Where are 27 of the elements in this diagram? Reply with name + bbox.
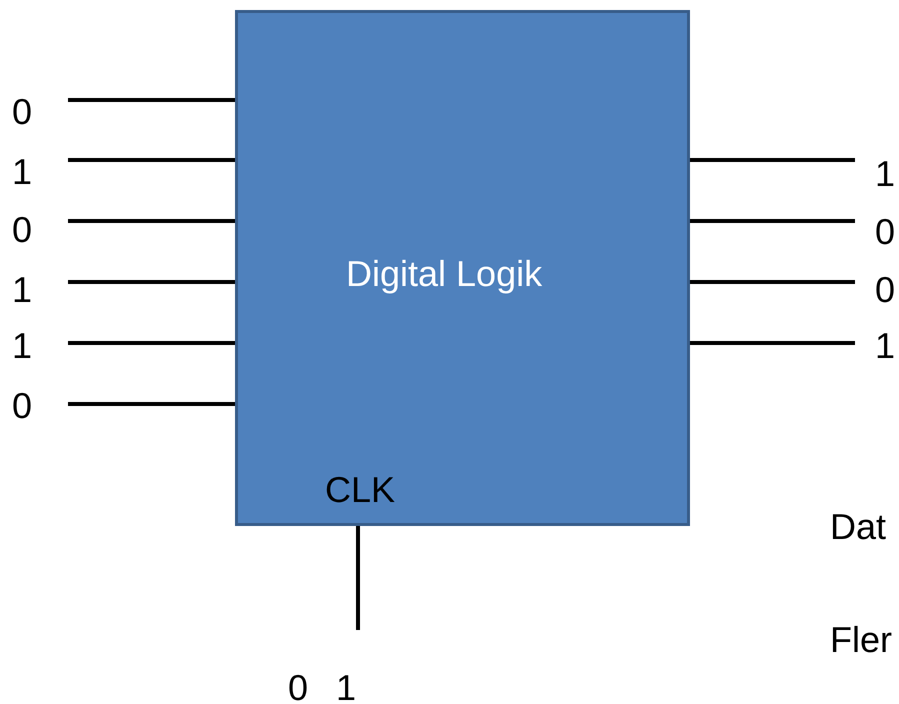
signal-line bbox=[690, 158, 855, 162]
signal-value: 1 bbox=[12, 152, 32, 192]
signal-line bbox=[68, 98, 235, 102]
signal-line bbox=[690, 219, 855, 223]
signal-line bbox=[356, 526, 360, 630]
signal-line bbox=[68, 280, 235, 284]
signal-line bbox=[68, 219, 235, 223]
signal-value: 0 bbox=[12, 386, 32, 426]
signal-line bbox=[68, 402, 235, 406]
signal-line bbox=[690, 280, 855, 284]
signal-value: 0 bbox=[12, 210, 32, 250]
text-label: Fler bbox=[830, 620, 892, 660]
signal-value: 1 bbox=[12, 326, 32, 366]
text-label: Dat bbox=[830, 507, 886, 547]
signal-value: 0 bbox=[875, 270, 896, 310]
signal-line bbox=[68, 158, 235, 162]
block-title: Digital Logik bbox=[346, 253, 542, 295]
signal-value: 1 bbox=[875, 326, 896, 366]
signal-line bbox=[690, 341, 855, 345]
signal-line bbox=[68, 341, 235, 345]
pin-label: CLK bbox=[325, 470, 396, 510]
logic-block bbox=[235, 10, 690, 526]
signal-value: 0 bbox=[875, 212, 896, 252]
signal-value: 1 bbox=[875, 154, 896, 194]
signal-value: 1 bbox=[12, 270, 32, 310]
signal-value: 0 1 bbox=[288, 668, 356, 704]
signal-value: 0 bbox=[12, 92, 32, 132]
